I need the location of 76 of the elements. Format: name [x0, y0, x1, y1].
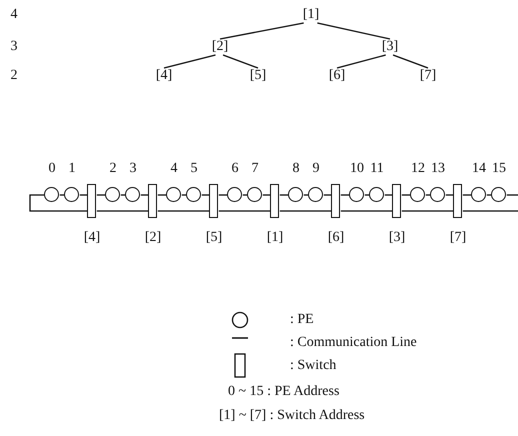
- pe-address: 12: [411, 162, 425, 176]
- legend-text: : Switch: [290, 359, 336, 373]
- pe-circle: [288, 187, 304, 202]
- pe-circle: [186, 187, 202, 202]
- tree-line: [336, 54, 386, 69]
- legend-text: 0 ~ 15 : PE Address: [228, 385, 340, 399]
- communication-line: [280, 210, 332, 212]
- pe-circle: [105, 187, 120, 202]
- pe-circle: [410, 187, 426, 202]
- pe-address: 13: [431, 162, 445, 176]
- pe-circle: [430, 187, 446, 202]
- switch-address: [1]: [266, 231, 284, 245]
- switch-address: [4]: [156, 69, 172, 83]
- tree-line: [164, 54, 216, 69]
- pe-circle: [491, 187, 506, 202]
- switch-address: [6]: [328, 69, 346, 83]
- legend-text: : PE: [290, 313, 314, 327]
- pe-address: 6: [232, 162, 238, 176]
- pe-circle: [166, 187, 182, 202]
- pe-address: 5: [190, 162, 198, 176]
- switch-rectangle: [331, 184, 340, 218]
- switch-address: [5]: [206, 231, 222, 245]
- legend-text: : Communication Line: [290, 336, 417, 350]
- tree-line: [220, 22, 304, 40]
- communication-line: [29, 194, 88, 212]
- switch-address: [1]: [302, 8, 320, 22]
- pe-address: 3: [130, 162, 136, 176]
- communication-line: [402, 210, 454, 212]
- pe-circle: [349, 187, 364, 202]
- switch-address: [5]: [250, 69, 266, 83]
- pe-address: 11: [370, 162, 384, 176]
- pe-circle: [247, 187, 262, 202]
- communication-line: [218, 210, 270, 212]
- switch-address: [7]: [450, 231, 466, 245]
- switch-address: [2]: [144, 231, 162, 245]
- communication-line: [158, 210, 210, 212]
- pe-circle: [44, 187, 60, 202]
- pe-address: 2: [110, 162, 116, 176]
- communication-line: [96, 210, 148, 212]
- level-number: 3: [10, 40, 18, 54]
- tree-line: [317, 22, 390, 40]
- tree-line: [222, 54, 258, 69]
- switch-address: [3]: [382, 40, 398, 54]
- switch-address: [3]: [388, 231, 406, 245]
- pe-circle: [227, 187, 242, 202]
- level-number: 2: [10, 69, 18, 83]
- switch-address: [6]: [328, 231, 344, 245]
- pe-address: 9: [312, 162, 320, 176]
- switch-rectangle: [209, 184, 218, 218]
- pe-address: 0: [48, 162, 56, 176]
- pe-circle: [125, 187, 140, 202]
- pe-address: 15: [492, 162, 506, 176]
- pe-address: 10: [350, 162, 364, 176]
- pe-address: 8: [292, 162, 300, 176]
- switch-rectangle: [87, 184, 96, 218]
- pe-address: 4: [170, 162, 178, 176]
- level-number: 4: [10, 8, 18, 22]
- pe-circle: [369, 187, 384, 202]
- switch-rectangle: [270, 184, 280, 218]
- switch-rectangle: [453, 184, 462, 218]
- pe-circle: [471, 187, 486, 202]
- communication-line: [462, 210, 518, 212]
- pe-address: 7: [252, 162, 258, 176]
- tree-line: [392, 54, 428, 69]
- pe-address: 14: [472, 162, 486, 176]
- pe-circle: [308, 187, 324, 202]
- communication-line: [340, 210, 392, 212]
- legend-text: [1] ~ [7] : Switch Address: [219, 409, 365, 423]
- switch-address: [7]: [420, 69, 436, 83]
- switch-address: [2]: [212, 40, 228, 54]
- pe-address: 1: [68, 162, 76, 176]
- switch-rectangle: [392, 184, 402, 218]
- pe-circle: [64, 187, 80, 202]
- switch-address: [4]: [84, 231, 100, 245]
- communication-line: [506, 194, 518, 196]
- switch-rectangle: [148, 184, 158, 218]
